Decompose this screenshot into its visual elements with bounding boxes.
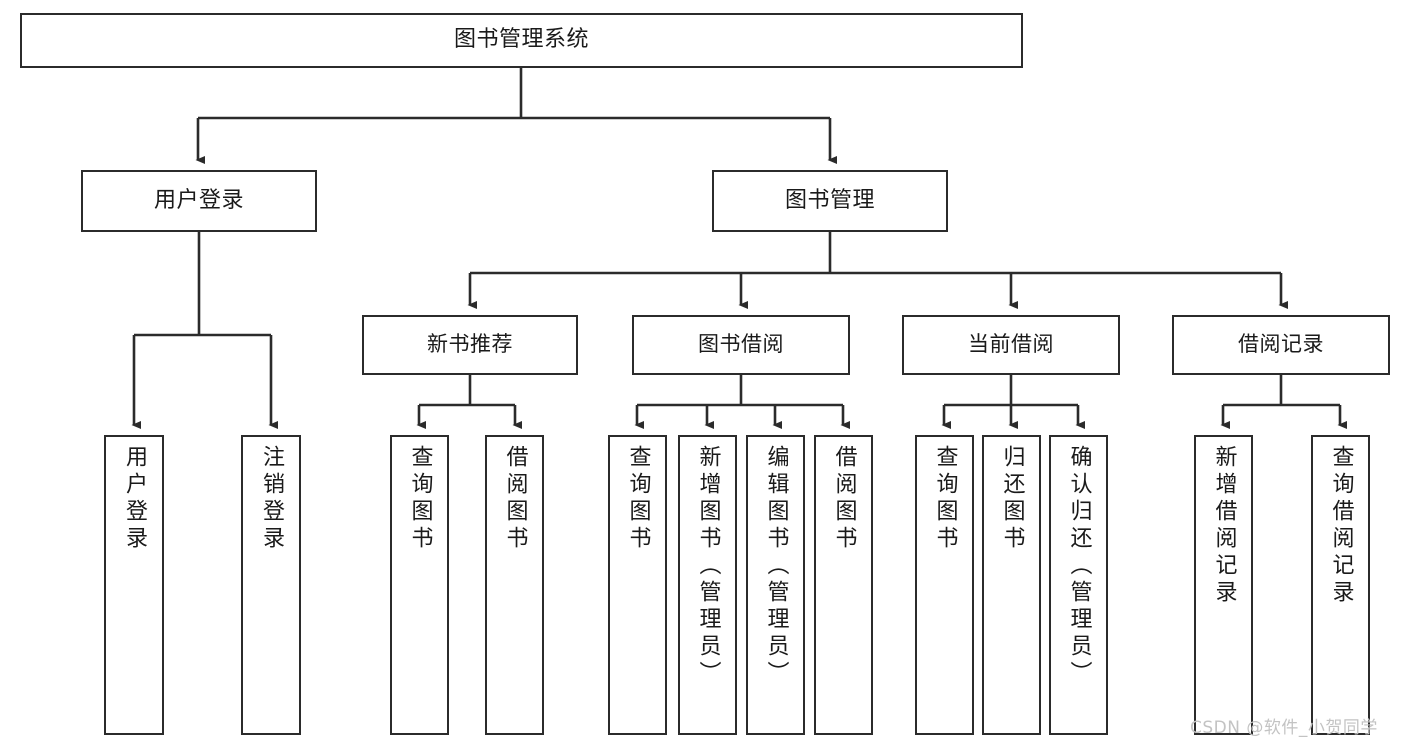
node-leaf-add-book-label: 新增图书（管理员）	[695, 445, 721, 688]
node-new-book-recommend[interactable]: 新书推荐	[362, 315, 578, 375]
node-book-management[interactable]: 图书管理	[712, 170, 948, 232]
node-leaf-query-record[interactable]: 查询借阅记录	[1311, 435, 1370, 735]
node-leaf-confirm-return-label: 确认归还（管理员）	[1066, 445, 1092, 688]
node-leaf-borrow-book-2[interactable]: 借阅图书	[814, 435, 873, 735]
node-user-login-label: 用户登录	[153, 187, 244, 213]
node-leaf-user-logout[interactable]: 注销登录	[241, 435, 301, 735]
node-leaf-add-record[interactable]: 新增借阅记录	[1194, 435, 1253, 735]
node-new-book-recommend-label: 新书推荐	[427, 332, 513, 357]
node-leaf-query-book-1[interactable]: 查询图书	[390, 435, 449, 735]
node-leaf-query-book-3-label: 查询图书	[932, 445, 958, 553]
node-leaf-query-record-label: 查询借阅记录	[1328, 445, 1354, 607]
node-leaf-query-book-2-label: 查询图书	[625, 445, 651, 553]
node-book-management-label: 图书管理	[784, 187, 875, 213]
node-book-borrow[interactable]: 图书借阅	[632, 315, 850, 375]
node-leaf-user-login[interactable]: 用户登录	[104, 435, 164, 735]
node-leaf-confirm-return[interactable]: 确认归还（管理员）	[1049, 435, 1108, 735]
node-leaf-borrow-book-1[interactable]: 借阅图书	[485, 435, 544, 735]
node-leaf-edit-book[interactable]: 编辑图书（管理员）	[746, 435, 805, 735]
node-leaf-user-login-label: 用户登录	[122, 445, 147, 553]
node-leaf-query-book-3[interactable]: 查询图书	[915, 435, 974, 735]
node-leaf-borrow-book-1-label: 借阅图书	[502, 445, 528, 553]
node-book-borrow-label: 图书借阅	[698, 332, 784, 357]
node-leaf-borrow-book-2-label: 借阅图书	[831, 445, 857, 553]
node-leaf-return-book[interactable]: 归还图书	[982, 435, 1041, 735]
node-leaf-query-book-1-label: 查询图书	[407, 445, 433, 553]
node-root-label: 图书管理系统	[453, 27, 589, 53]
node-borrow-record[interactable]: 借阅记录	[1172, 315, 1390, 375]
node-leaf-add-book[interactable]: 新增图书（管理员）	[678, 435, 737, 735]
node-user-login[interactable]: 用户登录	[81, 170, 317, 232]
node-leaf-add-record-label: 新增借阅记录	[1211, 445, 1237, 607]
node-leaf-user-logout-label: 注销登录	[259, 445, 284, 553]
node-leaf-return-book-label: 归还图书	[999, 445, 1025, 553]
node-current-borrow-label: 当前借阅	[968, 332, 1054, 357]
node-current-borrow[interactable]: 当前借阅	[902, 315, 1120, 375]
node-borrow-record-label: 借阅记录	[1238, 332, 1324, 357]
node-leaf-edit-book-label: 编辑图书（管理员）	[763, 445, 789, 688]
node-root[interactable]: 图书管理系统	[20, 13, 1023, 68]
node-leaf-query-book-2[interactable]: 查询图书	[608, 435, 667, 735]
